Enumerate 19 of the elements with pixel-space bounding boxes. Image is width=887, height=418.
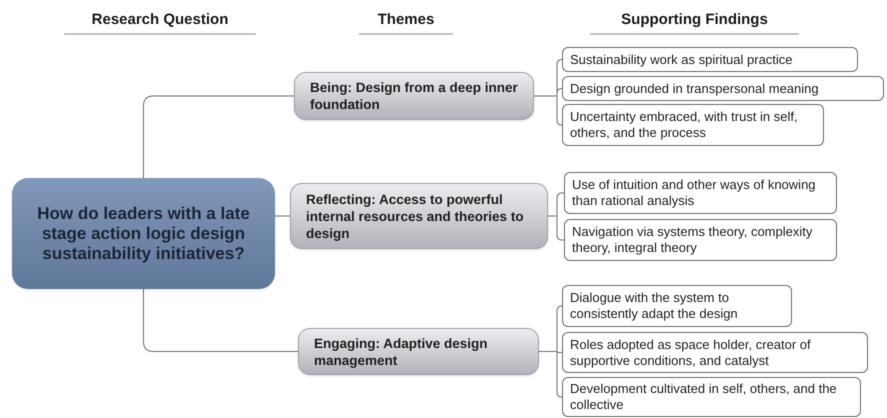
connector-line [538,351,562,398]
finding-box: Sustainability work as spiritual practice [562,47,858,72]
theme-box: Reflecting: Access to powerful internal resources and theories to design [290,183,548,249]
finding-box: Uncertainty embraced, with trust in self, others, and the process [562,104,824,146]
finding-box: Roles adopted as space holder, creator of supportive conditions, and catalyst [562,332,868,373]
column-heading: Research Question [90,10,230,30]
finding-box: Design grounded in transpersonal meaning [562,76,884,101]
question-box: How do leaders with a late stage action logic design sustainability initiatives? [12,178,275,289]
finding-box: Use of intuition and other ways of knowing than rational analysis [564,172,837,214]
finding-box: Navigation via systems theory, complexity theory, integral theory [564,219,837,261]
connector-line [143,288,298,352]
theme-box: Engaging: Adaptive design management [298,328,539,375]
finding-box: Dialogue with the system to consistently adapt the design [562,285,792,327]
theme-box: Being: Design from a deep inner foundation [294,72,534,120]
column-heading: Themes [376,10,436,30]
column-heading: Supporting Findings [620,10,769,30]
connector-line [534,96,562,126]
connector-line [143,96,294,178]
finding-box: Development cultivated in self, others, and the collective [562,377,861,417]
